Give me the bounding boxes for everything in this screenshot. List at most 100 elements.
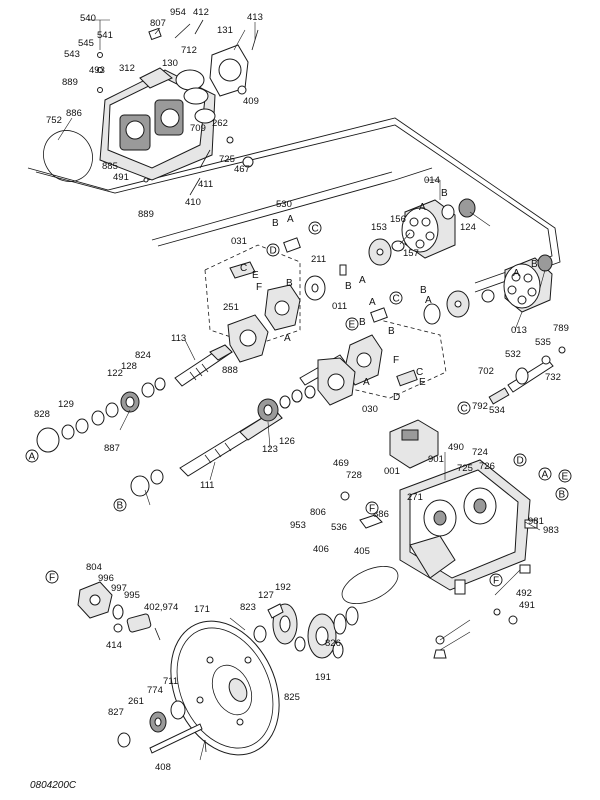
ref-letter-b: B xyxy=(420,285,427,296)
circled-ref-c: C xyxy=(389,291,403,305)
flywheel-coupling-171 xyxy=(170,620,280,756)
part-label: 702 xyxy=(478,366,494,377)
part-label: 824 xyxy=(135,350,151,361)
part-label: 262 xyxy=(212,118,228,129)
part-label: 530 xyxy=(276,199,292,210)
part-label: 011 xyxy=(332,301,347,312)
ref-letter-a: A xyxy=(363,377,370,388)
part-label: 789 xyxy=(553,323,569,334)
ref-letter-c: C xyxy=(416,367,423,378)
part-label: 271 xyxy=(407,492,423,503)
part-label: 128 xyxy=(121,361,137,372)
circled-reference-markers: C D C E C A B D A E B F F F xyxy=(25,221,572,587)
circled-ref-d: D xyxy=(266,243,280,257)
drawing-code: 0804200C xyxy=(30,780,77,791)
pump-housing-assembly xyxy=(43,19,259,196)
part-label: 191 xyxy=(315,672,331,683)
part-label: 410 xyxy=(185,197,201,208)
ref-letter-b: B xyxy=(531,259,538,270)
circled-ref-f: F xyxy=(45,570,59,584)
part-label: 995 xyxy=(124,590,140,601)
part-label: 885 xyxy=(102,161,118,172)
circled-ref-c: C xyxy=(308,221,322,235)
part-label: 192 xyxy=(275,582,291,593)
svg-text:B: B xyxy=(117,501,124,512)
part-label: 211 xyxy=(311,254,326,265)
part-label: 752 xyxy=(46,115,62,126)
part-label: 804 xyxy=(86,562,102,573)
cover-assembly-804 xyxy=(77,581,161,641)
part-label: 124 xyxy=(460,222,476,233)
ref-letter-a: A xyxy=(287,214,294,225)
part-label: 122 xyxy=(107,368,123,379)
part-label: 469 xyxy=(333,458,349,469)
part-label: 889 xyxy=(138,209,154,220)
svg-text:D: D xyxy=(270,246,277,257)
part-label: 886 xyxy=(66,108,82,119)
part-label: 724 xyxy=(472,447,488,458)
part-label: 411 xyxy=(198,179,213,190)
part-label: 536 xyxy=(331,522,347,533)
ref-letter-c: C xyxy=(240,263,247,274)
part-label: 405 xyxy=(354,546,370,557)
part-label: 826 xyxy=(325,638,341,649)
circled-ref-e: E xyxy=(345,317,359,331)
ref-letter-d: D xyxy=(393,392,400,403)
spool-assembly-532 xyxy=(488,346,566,405)
part-label: 408 xyxy=(155,762,171,773)
bearing-ring-stack-lower xyxy=(130,385,316,497)
part-label: 153 xyxy=(371,222,387,233)
part-label: 014 xyxy=(424,175,440,186)
part-label: 540 xyxy=(80,13,96,24)
part-label: 953 xyxy=(290,520,306,531)
part-label: 828 xyxy=(34,409,50,420)
ref-letter-b: B xyxy=(272,218,279,229)
part-label: 774 xyxy=(147,685,163,696)
part-label: 889 xyxy=(62,77,78,88)
leader-lines xyxy=(57,19,546,761)
ref-letter-b: B xyxy=(359,317,366,328)
part-label: 825 xyxy=(284,692,300,703)
ref-letter-b: B xyxy=(441,188,448,199)
part-label: 806 xyxy=(310,507,326,518)
circled-ref-b: B xyxy=(113,498,127,512)
part-label: 725 xyxy=(457,463,473,474)
svg-text:A: A xyxy=(542,470,549,481)
circled-ref-f: F xyxy=(489,573,503,587)
cylinder-block-lower-013 xyxy=(423,254,553,325)
part-label: 013 xyxy=(511,325,527,336)
part-label: 728 xyxy=(346,470,362,481)
svg-text:C: C xyxy=(461,404,468,415)
part-label: 535 xyxy=(535,337,551,348)
ref-letter-f: F xyxy=(256,282,262,293)
circled-ref-e: E xyxy=(558,469,572,483)
ref-letter-e: E xyxy=(419,377,426,388)
drive-shaft-111 xyxy=(179,354,356,477)
svg-text:E: E xyxy=(349,320,356,331)
part-label: 887 xyxy=(104,443,120,454)
ref-letter-a: A xyxy=(425,295,432,306)
part-label: 261 xyxy=(128,696,144,707)
part-number-labels: 540 543 545 541 807 954 412 131 413 312 … xyxy=(34,7,569,773)
main-pump-case xyxy=(341,459,538,659)
circled-ref-f: F xyxy=(365,501,379,515)
part-label: 412 xyxy=(193,7,209,18)
ref-letter-a: A xyxy=(369,297,376,308)
gear-pump-001 xyxy=(340,419,439,501)
ref-letter-f: F xyxy=(393,355,399,366)
ref-letter-a: A xyxy=(284,333,291,344)
part-label: 541 xyxy=(97,30,113,41)
part-label: 543 xyxy=(64,49,80,60)
part-label: 123 xyxy=(262,444,278,455)
part-label: 732 xyxy=(545,372,561,383)
ref-letter-a: A xyxy=(513,268,520,279)
part-label: 886 xyxy=(373,509,389,520)
part-label: 712 xyxy=(181,45,197,56)
drive-shaft-113 xyxy=(174,314,269,387)
part-label: 001 xyxy=(384,466,400,477)
part-label: 251 xyxy=(223,302,239,313)
part-label: 954 xyxy=(170,7,186,18)
part-label: 711 xyxy=(163,676,178,687)
part-label: 807 xyxy=(150,18,166,29)
